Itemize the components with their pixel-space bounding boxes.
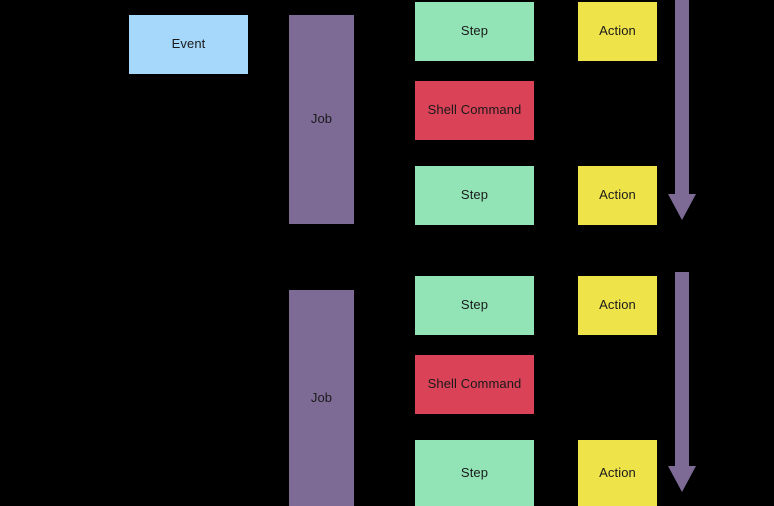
node-job-1[interactable]: Job (289, 15, 354, 224)
down-arrow-icon-1 (666, 0, 698, 220)
node-label: Action (599, 297, 636, 313)
node-label: Step (460, 187, 489, 203)
node-step-2[interactable]: Step (415, 166, 534, 225)
node-event-1[interactable]: Event (129, 15, 248, 74)
node-label: Shell Command (427, 102, 522, 118)
node-label: Job (310, 389, 333, 405)
node-label: Event (171, 36, 206, 52)
node-label: Shell Command (427, 376, 522, 392)
node-step-4[interactable]: Step (415, 440, 534, 506)
node-shell-command-2[interactable]: Shell Command (415, 355, 534, 414)
node-label: Action (599, 464, 636, 480)
node-label: Job (310, 111, 333, 127)
node-action-4[interactable]: Action (578, 440, 657, 506)
down-arrow-icon-2 (666, 272, 698, 492)
node-label: Action (599, 187, 636, 203)
node-action-2[interactable]: Action (578, 166, 657, 225)
node-label: Step (460, 297, 489, 313)
node-action-1[interactable]: Action (578, 2, 657, 61)
node-label: Action (599, 23, 636, 39)
node-job-2[interactable]: Job (289, 290, 354, 506)
node-step-1[interactable]: Step (415, 2, 534, 61)
node-action-3[interactable]: Action (578, 276, 657, 335)
node-label: Step (460, 23, 489, 39)
node-shell-command-1[interactable]: Shell Command (415, 81, 534, 140)
node-step-3[interactable]: Step (415, 276, 534, 335)
node-label: Step (460, 464, 489, 480)
